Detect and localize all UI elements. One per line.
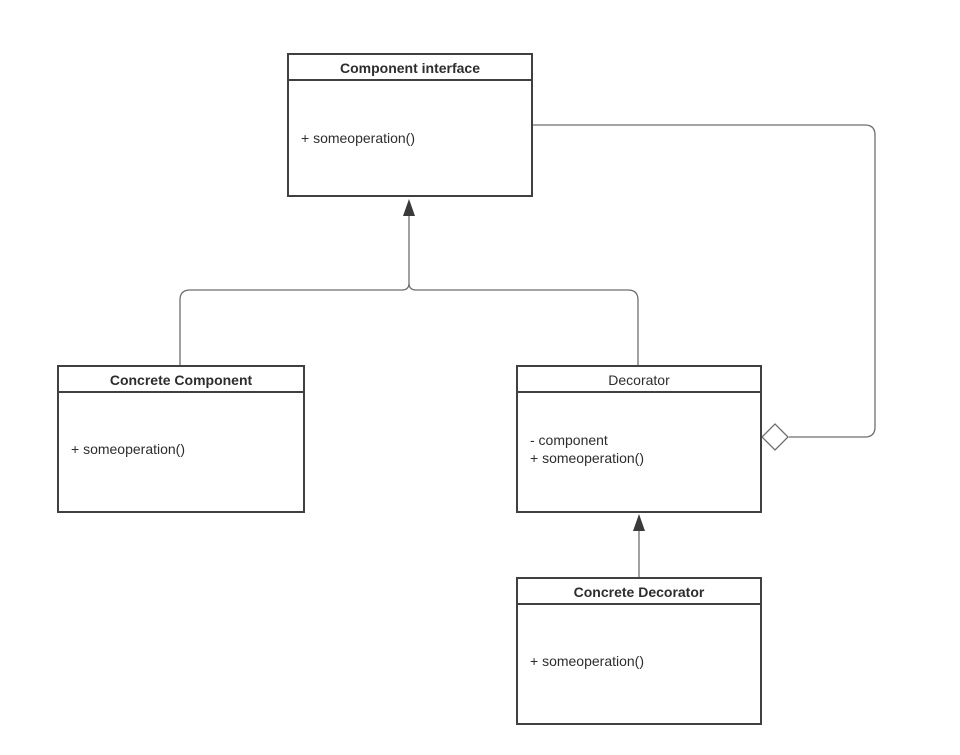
class-title-concrete-decorator: Concrete Decorator xyxy=(518,579,760,605)
class-member: + someoperation() xyxy=(530,450,645,466)
class-member: - component xyxy=(530,432,608,448)
class-title-component-interface: Component interface xyxy=(289,55,531,81)
class-member: + someoperation() xyxy=(71,441,186,457)
class-members-component-interface: + someoperation() xyxy=(289,81,531,147)
aggregation-connector xyxy=(533,124,876,438)
class-members-decorator: - component + someoperation() xyxy=(518,393,760,467)
inheritance-arrowhead-component-interface xyxy=(403,199,415,216)
class-member: + someoperation() xyxy=(530,653,645,669)
class-title-concrete-component: Concrete Component xyxy=(59,367,303,393)
class-concrete-decorator: Concrete Decorator + someoperation() xyxy=(516,577,762,725)
class-component-interface: Component interface + someoperation() xyxy=(287,53,533,197)
class-concrete-component: Concrete Component + someoperation() xyxy=(57,365,305,513)
class-title-decorator: Decorator xyxy=(518,367,760,393)
class-member: + someoperation() xyxy=(301,130,416,146)
class-members-concrete-component: + someoperation() xyxy=(59,393,303,458)
inheritance-arrowhead-decorator xyxy=(633,514,645,531)
aggregation-diamond xyxy=(761,423,789,451)
class-members-concrete-decorator: + someoperation() xyxy=(518,605,760,670)
class-decorator: Decorator - component + someoperation() xyxy=(516,365,762,513)
inheritance-connector-tree xyxy=(179,216,639,365)
